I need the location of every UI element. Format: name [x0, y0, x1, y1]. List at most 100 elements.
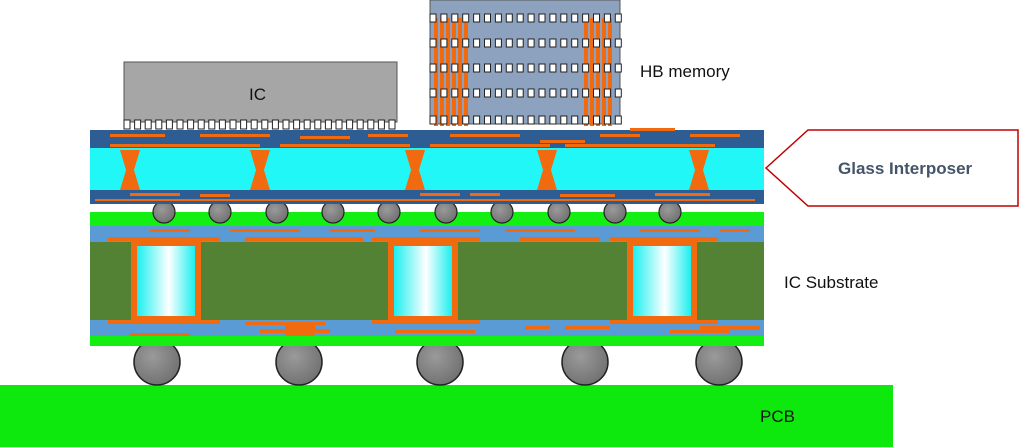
microbump [346, 119, 354, 130]
tgv [537, 150, 557, 190]
microbump [440, 88, 448, 98]
ic-label: IC [249, 85, 266, 104]
microbump [614, 13, 622, 23]
callout-arrow-shape [764, 129, 1019, 207]
microbump [377, 119, 385, 130]
microbump [527, 63, 535, 73]
microbump [484, 63, 491, 73]
microbump [560, 63, 568, 73]
microbump [593, 13, 600, 23]
microbump [571, 13, 579, 23]
microbump [571, 38, 579, 48]
microbump [473, 63, 481, 73]
microbump [571, 63, 579, 73]
microbump [440, 38, 448, 48]
microbump [134, 119, 142, 130]
microbump [549, 88, 557, 98]
microbump [549, 13, 557, 23]
c4-bump [152, 200, 176, 224]
microbump [429, 38, 437, 48]
microbump [560, 13, 568, 23]
microbump [549, 115, 557, 125]
glass-interposer-label: Glass Interposer [838, 159, 973, 178]
microbump [429, 88, 437, 98]
c4-bump [547, 200, 571, 224]
substrate-solder-mask-bottom [90, 336, 764, 346]
microbump [165, 119, 173, 130]
microbump [250, 119, 258, 130]
microbump [367, 119, 375, 130]
microbump [451, 115, 459, 125]
microbump [494, 63, 502, 73]
microbump [560, 38, 568, 48]
substrate-core-via [388, 240, 458, 322]
microbump [560, 88, 568, 98]
microbump [429, 13, 437, 23]
microbump [484, 115, 491, 125]
microbump [603, 115, 611, 125]
glass-interposer-callout: Glass Interposer [764, 129, 1019, 207]
interposer-glass-core [90, 148, 764, 190]
c4-bump [208, 200, 232, 224]
microbump [303, 119, 311, 130]
microbump [429, 115, 437, 125]
tgv [689, 150, 709, 190]
substrate-solder-mask-top [90, 212, 764, 226]
microbump [505, 38, 513, 48]
ic-substrate [90, 212, 764, 346]
microbump [505, 13, 513, 23]
microbump [462, 38, 470, 48]
microbump [197, 119, 205, 130]
microbump [516, 88, 524, 98]
substrate-top-traces [108, 229, 750, 241]
microbump [614, 63, 622, 73]
microbump [261, 119, 269, 130]
microbump [462, 13, 470, 23]
microbump [356, 119, 364, 130]
microbump [388, 119, 396, 130]
microbump [527, 88, 535, 98]
microbump [271, 119, 279, 130]
pcb-label: PCB [760, 407, 795, 426]
microbump [144, 119, 152, 130]
microbump [494, 115, 502, 125]
microbump [462, 63, 470, 73]
substrate-bottom-traces [108, 320, 760, 336]
microbump [240, 119, 248, 130]
ic-chip: IC [123, 61, 398, 130]
microbump [293, 119, 301, 130]
microbump [603, 88, 611, 98]
microbump [549, 38, 557, 48]
microbump [155, 119, 163, 130]
microbump [593, 88, 600, 98]
microbump [494, 13, 502, 23]
microbump [484, 38, 491, 48]
ic-die [123, 61, 398, 123]
microbump [516, 115, 524, 125]
microbump [505, 63, 513, 73]
microbump [229, 119, 237, 130]
microbump [451, 13, 459, 23]
microbump [208, 119, 216, 130]
microbump [494, 38, 502, 48]
microbump [538, 13, 546, 23]
microbump [538, 88, 546, 98]
c4-bump [265, 200, 289, 224]
microbump [582, 38, 590, 48]
microbump [462, 115, 470, 125]
glass-interposer [90, 128, 764, 204]
interposer-rdl-traces [95, 128, 755, 201]
tgv [405, 150, 425, 190]
microbump [176, 119, 184, 130]
tgv [250, 150, 270, 190]
microbump [527, 115, 535, 125]
microbump [440, 115, 448, 125]
c4-bump [658, 200, 682, 224]
microbump [603, 63, 611, 73]
substrate-core-via [131, 240, 201, 322]
c4-bump [434, 200, 458, 224]
microbump [582, 63, 590, 73]
microbump [538, 38, 546, 48]
microbump [473, 38, 481, 48]
